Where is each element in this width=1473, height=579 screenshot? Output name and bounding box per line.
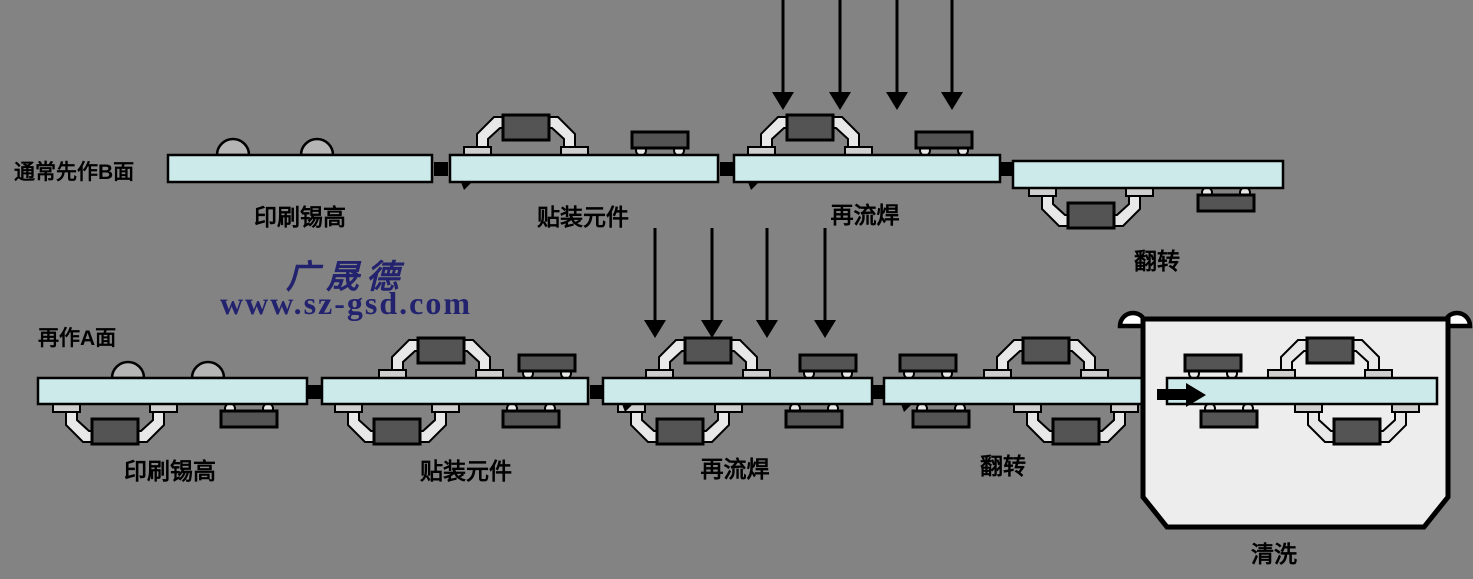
ic-component <box>646 338 770 378</box>
solder-paste-bump <box>299 137 335 157</box>
ic-component-flipped <box>618 404 742 444</box>
ic-component <box>379 338 503 378</box>
row1-step-label-reflow: 再流焊 <box>830 202 900 228</box>
chip-component-flipped <box>501 402 561 429</box>
chip-component <box>898 353 958 380</box>
chip-component <box>798 353 858 380</box>
ic-component <box>464 115 588 155</box>
chip-component-flipped <box>219 402 279 429</box>
pcb-board <box>36 376 309 406</box>
row2-step-label-place-components: 贴装元件 <box>420 458 512 484</box>
chip-component-flipped <box>784 402 844 429</box>
ic-component-flipped <box>1014 404 1138 444</box>
reflow-arrow <box>642 226 668 340</box>
solder-paste-bump <box>110 360 146 380</box>
reflow-arrow <box>939 0 965 112</box>
board-mark <box>748 182 759 190</box>
pcb-board <box>882 376 1146 406</box>
chip-component <box>630 130 690 157</box>
watermark-url: www.sz-gsd.com <box>220 285 472 321</box>
row1-step-label-print-paste: 印刷锡高 <box>254 204 346 230</box>
pcb-board <box>448 153 720 184</box>
pcb-board <box>732 153 1002 184</box>
ic-component-flipped <box>1029 188 1153 228</box>
row2-step-label-reflow: 再流焊 <box>700 456 770 482</box>
reflow-arrow <box>884 0 910 112</box>
reflow-arrow <box>754 226 780 340</box>
solder-paste-bump <box>190 360 226 380</box>
pcb-board <box>320 376 590 406</box>
chip-component <box>914 130 974 157</box>
row2-step-label-flip: 翻转 <box>980 453 1026 479</box>
solder-paste-bump <box>215 137 251 157</box>
row2-step-label-clean: 清洗 <box>1251 541 1297 567</box>
ic-component-flipped <box>335 404 459 444</box>
chip-component-flipped <box>911 402 971 429</box>
row1-step-label-flip: 翻转 <box>1134 248 1180 274</box>
reflow-arrow <box>827 0 853 112</box>
board-mark <box>461 182 472 190</box>
entry-arrow-icon <box>1157 383 1206 407</box>
pcb-board <box>1165 376 1439 406</box>
conveyor-connector <box>720 162 734 176</box>
chip-component <box>517 353 577 380</box>
row2-step-label-print-paste: 印刷锡高 <box>124 458 216 484</box>
watermark-brand: 广晟德 <box>286 260 406 296</box>
reflow-arrow <box>699 226 725 340</box>
board-mark <box>901 404 912 412</box>
pcb-board <box>166 153 434 184</box>
reflow-arrow <box>770 0 796 112</box>
ic-component-flipped <box>53 404 177 444</box>
conveyor-connector <box>434 162 448 176</box>
row2-side-label: 再作A面 <box>38 327 117 350</box>
chip-component-flipped <box>1196 186 1256 213</box>
row1-step-label-place-components: 贴装元件 <box>537 204 629 230</box>
ic-component <box>748 115 872 155</box>
row1-side-label: 通常先作B面 <box>14 161 135 184</box>
conveyor-connector <box>308 385 322 399</box>
reflow-arrow <box>812 226 838 340</box>
ic-component <box>984 338 1108 378</box>
pcb-board <box>1011 159 1285 190</box>
pcb-board <box>601 376 874 406</box>
